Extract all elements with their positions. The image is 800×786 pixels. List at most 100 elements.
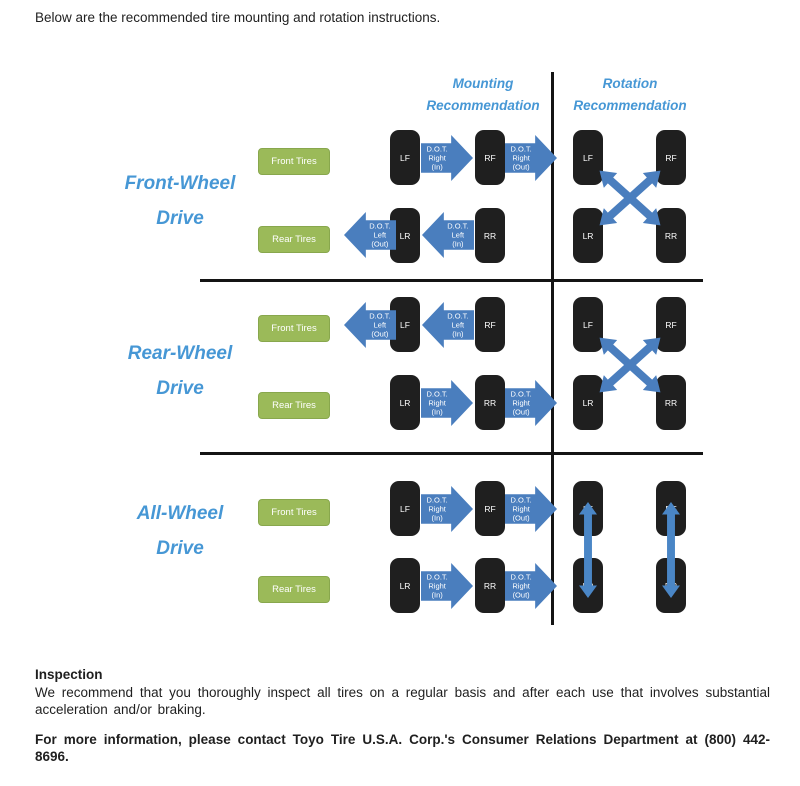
arrow-label-line: Left (451, 230, 465, 240)
dot-right-out-arrow: D.O.T. Right (Out) (505, 563, 557, 609)
arrow-label-line: (In) (452, 329, 464, 339)
dot-right-out-arrow: D.O.T. Right (Out) (505, 486, 557, 532)
arrow-label-line: Left (373, 320, 387, 330)
rwd-label-line1: Rear-Wheel (127, 343, 233, 364)
arrow-label-line: D.O.T. (426, 389, 448, 399)
arrow-label-line: D.O.T. (426, 144, 448, 154)
rotation-tire-lf: LF (573, 297, 603, 352)
arrow-label: D.O.T. Right (In) (421, 390, 453, 417)
arrow-label-line: (In) (431, 162, 443, 172)
dot-right-in-arrow: D.O.T. Right (In) (421, 486, 473, 532)
arrow-label-line: (In) (452, 239, 464, 249)
arrow-label-line: (Out) (512, 162, 530, 172)
dot-right-out-arrow: D.O.T. Right (Out) (505, 135, 557, 181)
arrow-label: D.O.T. Right (In) (421, 496, 453, 523)
intro-text: Below are the recommended tire mounting … (35, 10, 441, 25)
arrow-label-line: D.O.T. (426, 572, 448, 582)
mounting-header-line1: Mounting (452, 76, 514, 91)
arrow-label: D.O.T. Left (In) (442, 312, 474, 339)
tire-rf: RF (475, 297, 505, 352)
awd-label-line2: Drive (156, 538, 204, 559)
tire-lr: LR (390, 558, 420, 613)
fwd-label-line1: Front-Wheel (124, 173, 236, 194)
arrow-label-line: D.O.T. (510, 572, 532, 582)
rotation-tire-rf: RF (656, 297, 686, 352)
arrow-label-line: Right (512, 153, 530, 163)
arrow-label-line: (Out) (371, 329, 389, 339)
front-tires-badge: Front Tires (258, 315, 330, 342)
row-divider-line-1 (200, 279, 703, 282)
arrow-label-line: Right (512, 398, 530, 408)
rwd-label-line2: Drive (156, 378, 204, 399)
inspection-heading: Inspection (35, 667, 103, 682)
dot-left-in-arrow: D.O.T. Left (In) (422, 302, 474, 348)
awd-row-label: All-Wheel Drive (105, 496, 255, 566)
arrow-label: D.O.T. Right (In) (421, 145, 453, 172)
arrow-label: D.O.T. Right (Out) (505, 573, 537, 600)
rotation-header-line1: Rotation (602, 76, 658, 91)
arrow-label: D.O.T. Right (Out) (505, 496, 537, 523)
rotation-tire-lr: LR (573, 375, 603, 430)
arrow-label-line: Right (428, 153, 446, 163)
arrow-label: D.O.T. Right (Out) (505, 145, 537, 172)
mounting-header-line2: Recommendation (426, 98, 540, 113)
inspection-body: We recommend that you thoroughly inspect… (35, 685, 770, 717)
arrow-label: D.O.T. Right (Out) (505, 390, 537, 417)
arrow-label: D.O.T. Left (Out) (364, 312, 396, 339)
arrow-label-line: Left (373, 230, 387, 240)
contact-info: For more information, please contact Toy… (35, 732, 770, 764)
fwd-label-line2: Drive (156, 208, 204, 229)
arrow-label-line: D.O.T. (369, 221, 391, 231)
dot-right-in-arrow: D.O.T. Right (In) (421, 563, 473, 609)
dot-right-out-arrow: D.O.T. Right (Out) (505, 380, 557, 426)
rotation-tire-rr: RR (656, 375, 686, 430)
rotation-tire-lf: LF (573, 130, 603, 185)
arrow-label-line: Right (428, 398, 446, 408)
arrow-label-line: Right (428, 581, 446, 591)
awd-label-line1: All-Wheel (136, 503, 224, 524)
arrow-label-line: (Out) (512, 590, 530, 600)
arrow-label-line: (In) (431, 513, 443, 523)
rotation-cross-arrows (597, 335, 663, 395)
tire-lf: LF (390, 130, 420, 185)
rwd-row-label: Rear-Wheel Drive (105, 336, 255, 406)
fwd-row-label: Front-Wheel Drive (105, 166, 255, 236)
mounting-column-header: Mounting Recommendation (400, 73, 566, 117)
front-tires-badge: Front Tires (258, 499, 330, 526)
arrow-label-line: Right (428, 504, 446, 514)
rotation-cross-arrows (597, 168, 663, 228)
dot-left-in-arrow: D.O.T. Left (In) (422, 212, 474, 258)
arrow-label-line: (Out) (371, 239, 389, 249)
column-divider-line (551, 72, 554, 625)
tire-rr: RR (475, 375, 505, 430)
tire-rf: RF (475, 481, 505, 536)
tire-lf: LF (390, 481, 420, 536)
arrow-label-line: Right (512, 504, 530, 514)
arrow-label-line: D.O.T. (369, 311, 391, 321)
arrow-label-line: (In) (431, 590, 443, 600)
dot-right-in-arrow: D.O.T. Right (In) (421, 135, 473, 181)
arrow-label-line: D.O.T. (510, 144, 532, 154)
arrow-label-line: (In) (431, 407, 443, 417)
tire-rr: RR (475, 208, 505, 263)
arrow-label-line: D.O.T. (510, 495, 532, 505)
dot-right-in-arrow: D.O.T. Right (In) (421, 380, 473, 426)
dot-left-out-arrow: D.O.T. Left (Out) (344, 302, 396, 348)
arrow-label-line: Right (512, 581, 530, 591)
arrow-label-line: D.O.T. (447, 221, 469, 231)
front-tires-badge: Front Tires (258, 148, 330, 175)
rotation-header-line2: Recommendation (573, 98, 687, 113)
arrow-label-line: (Out) (512, 513, 530, 523)
rotation-tire-lr: LR (573, 208, 603, 263)
rotation-tire-rf: RF (656, 130, 686, 185)
rear-tires-badge: Rear Tires (258, 226, 330, 253)
arrow-label: D.O.T. Left (In) (442, 222, 474, 249)
arrow-label: D.O.T. Left (Out) (364, 222, 396, 249)
dot-left-out-arrow: D.O.T. Left (Out) (344, 212, 396, 258)
arrow-label-line: D.O.T. (447, 311, 469, 321)
arrow-label-line: Left (451, 320, 465, 330)
tire-lr: LR (390, 375, 420, 430)
row-divider-line-2 (200, 452, 703, 455)
arrow-label: D.O.T. Right (In) (421, 573, 453, 600)
